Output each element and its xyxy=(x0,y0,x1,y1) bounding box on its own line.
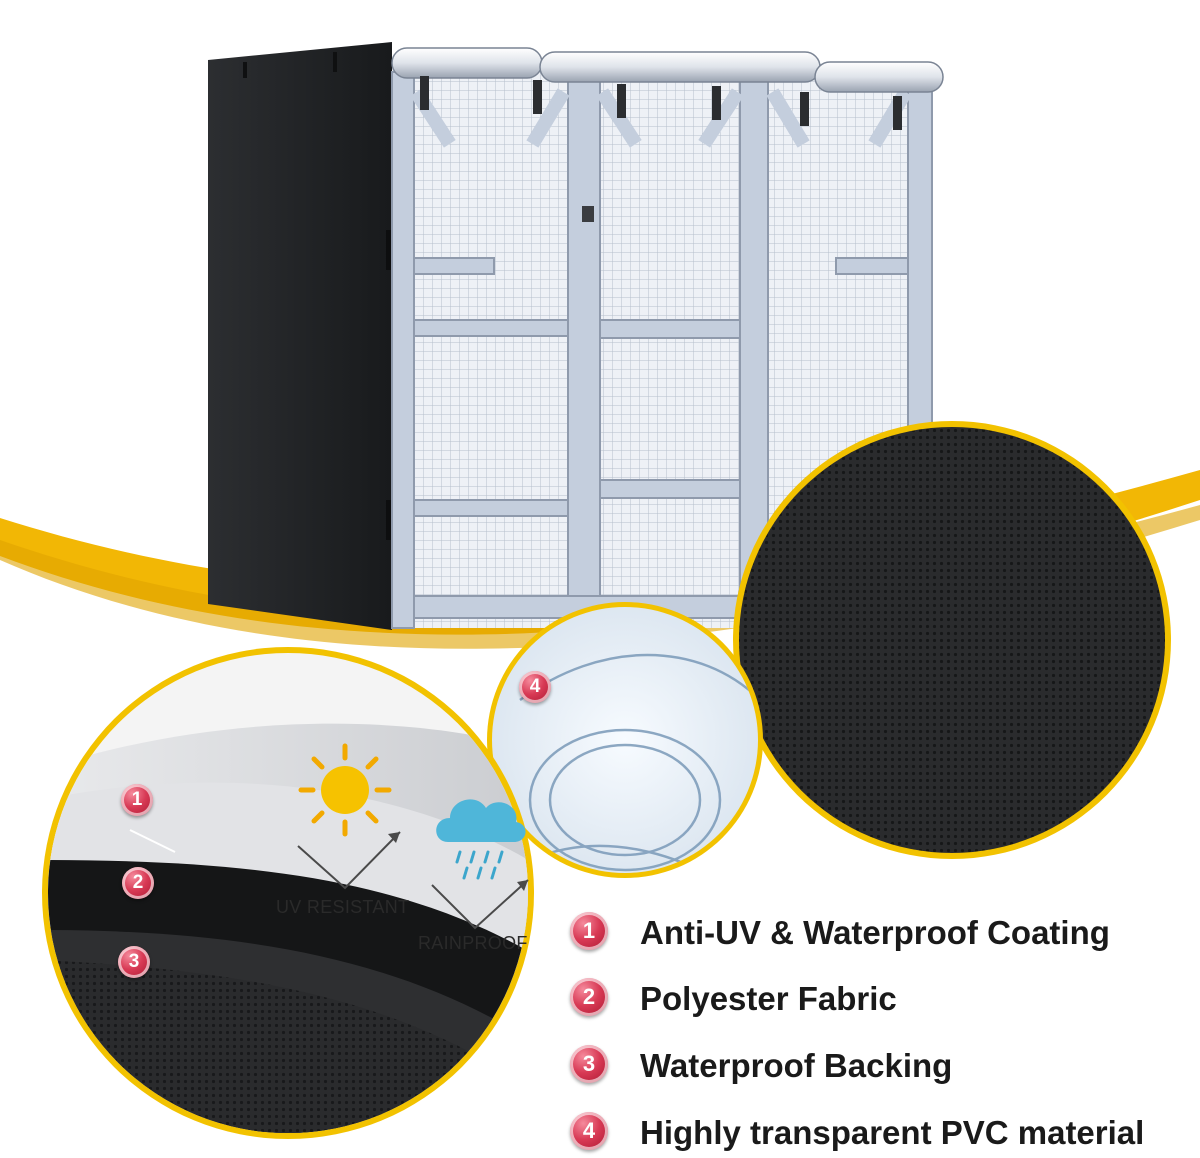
rainproof-tag: RAINPROOF xyxy=(418,933,528,953)
feature-label-2: Polyester Fabric xyxy=(640,980,897,1017)
feature-label-4: Highly transparent PVC material xyxy=(640,1114,1145,1151)
feature-badge-4: 4 xyxy=(570,1112,608,1150)
covered-cage xyxy=(208,42,944,630)
feature-label-3: Waterproof Backing xyxy=(640,1047,953,1084)
fabric-closeup xyxy=(733,421,1171,859)
feature-badge-2: 2 xyxy=(570,978,608,1016)
layer-badge-2: 2 xyxy=(122,867,154,899)
feature-label-1: Anti-UV & Waterproof Coating xyxy=(640,914,1110,951)
sun-icon xyxy=(298,743,392,837)
uv-resistant-tag: UV RESISTANT xyxy=(276,897,410,917)
pvc-closeup xyxy=(487,602,763,878)
feature-badge-1: 1 xyxy=(570,912,608,950)
layer-badge-1: 1 xyxy=(121,784,153,816)
layer-badge-3: 3 xyxy=(118,946,150,978)
rain-cloud-icon xyxy=(436,799,526,880)
pvc-badge: 4 xyxy=(519,671,551,703)
feature-badge-3: 3 xyxy=(570,1045,608,1083)
